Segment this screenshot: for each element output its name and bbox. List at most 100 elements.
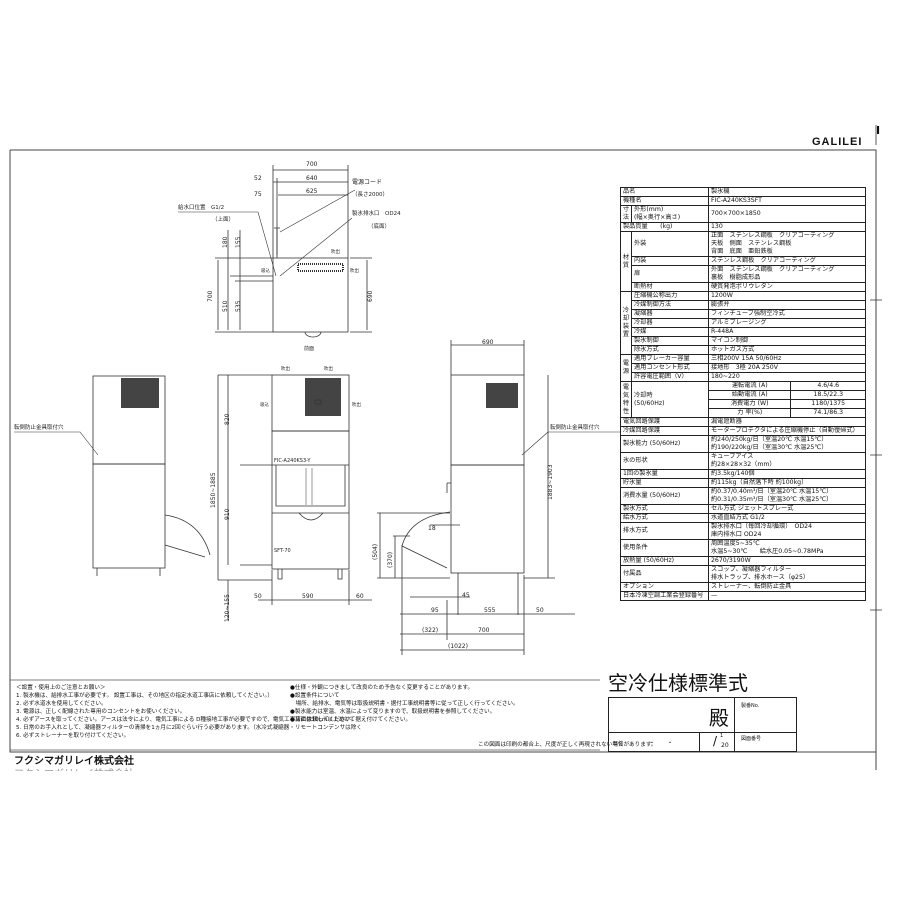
drawing-number-label: 図面番号 [741, 736, 762, 742]
frame-ticks [870, 125, 882, 611]
spec-group-label: 寸法 [620, 205, 632, 223]
dim-1022: (1022) [448, 643, 468, 650]
spec-label: 電気回路保護 [620, 417, 709, 427]
dim-690: 690 [367, 290, 374, 302]
spec-row: 給水方式水道直結方式 G1/2 [620, 513, 866, 523]
spec-value: 三相200V 15A 50/60Hz [708, 354, 866, 364]
spec-row: 扉外面 ステンレス鋼板 クリアコーティング 裏板 樹脂成形品 [621, 265, 866, 283]
spec-value: スコップ、凝縮器フィルター 排水トラップ、排水ホース（φ25） [708, 565, 866, 583]
spec-row: 内装ステンレス鋼板 クリアコーティング [621, 256, 866, 266]
spec-sub-label: 始動電流 (A) [707, 390, 792, 400]
spec-row: 冷媒回路保護モータープロテクタによる圧縮機停止（自動復帰式） [620, 426, 866, 436]
dim-180: 180 [222, 236, 229, 248]
spec-label: 扉 [631, 265, 709, 283]
spec-row: 適用コンセント形式接地形 3極 20A 250V [621, 363, 866, 373]
spec-label: 氷の形状 [620, 452, 709, 470]
dim-640: 640 [306, 175, 318, 182]
spec-value: 膨張弁 [708, 300, 866, 310]
model-label-bin: SFT-70 [274, 548, 291, 554]
spec-row: 寸法外形(mm) (幅×奥行×高さ)700×700×1850 [620, 205, 866, 223]
dim-504: (504) [372, 544, 379, 560]
spec-row: 製品質量 (kg)130 [620, 222, 866, 232]
spec-label: 許容電圧範囲（V） [631, 372, 709, 382]
spec-value: セル方式 ジェットスプレー式 [708, 504, 866, 514]
spec-value: 1200W [708, 291, 866, 301]
dim-18: 18 [428, 525, 436, 532]
dim-625: 625 [306, 188, 318, 195]
drain-label: 製氷排水口 OD24 [352, 209, 401, 217]
spec-value: — [708, 591, 866, 601]
spec-value: アルミブレージング [708, 318, 866, 328]
spec-label: 放熱量 (50/60Hz) [620, 556, 709, 566]
front-label: 前面 [304, 345, 314, 352]
spec-value: 130 [708, 222, 866, 232]
spec-group-label: 電源 [620, 354, 632, 382]
spec-label: 使用条件 [620, 539, 709, 557]
spec-label: 製氷能力 (50/60Hz) [620, 435, 709, 453]
spec-value: 18.5/22.3 [790, 390, 866, 400]
spec-sub-label: 消費電力 (W) [707, 399, 792, 409]
general-notes: ●仕様・外観につきまして改良のため予告なく変更することがあります。 ●設置条件に… [290, 685, 519, 723]
front-grille [305, 378, 341, 416]
spec-value: 正面 ステンレス鋼板 クリアコーティング 天板 側面 ステンレス鋼板 背面 底面… [708, 231, 866, 257]
drawing-frame [9, 149, 877, 770]
spec-label: 製氷方式 [620, 504, 709, 514]
spec-label: 冷却時 (50/60Hz) [631, 381, 709, 418]
spec-value: 製氷機 [708, 187, 866, 197]
spec-label: 排水方式 [620, 522, 709, 540]
spec-group-label: 電気特性 [620, 381, 632, 418]
spec-label: 除氷方式 [631, 345, 709, 355]
spec-row: 製氷能力 (50/60Hz)約240/250kg/日（室温20℃ 水温15℃） … [620, 435, 866, 453]
spec-label: 冷媒 [631, 327, 709, 337]
spec-value: 硬質発泡ポリウレタン [708, 282, 866, 292]
spec-row: 断熱材硬質発泡ポリウレタン [621, 282, 866, 292]
spec-row: 冷媒制御方法膨張弁 [621, 300, 866, 310]
spec-row: 付属品スコップ、凝縮器フィルター 排水トラップ、排水ホース（φ25） [620, 565, 866, 583]
scale-slash: / [713, 734, 718, 748]
dim-322: (322) [422, 627, 438, 634]
top-view: 700 640 625 52 75 電源コード （長さ2000） 製氷排水口 O… [178, 161, 401, 352]
serial-label: 製番No. [741, 703, 760, 709]
dim-820: 820 [224, 413, 231, 425]
power-cord-length: （長さ2000） [352, 191, 388, 198]
spec-label: 圧縮機公称出力 [631, 291, 709, 301]
power-cord-label: 電源コード [352, 178, 382, 186]
dim-910: 910 [224, 508, 231, 520]
spec-value: 約0.37/0.40m³/日（室温20℃ 水温15℃） 約0.31/0.35m³… [708, 487, 866, 505]
spec-group-label: 材質 [620, 231, 632, 292]
right-side-view: 転倒防止金具取付穴 690 18 45 95 555 50 (322) 700 … [372, 339, 620, 655]
intake-label: 吸込 [260, 401, 269, 408]
spec-group-label: 冷却装置 [620, 291, 632, 355]
spec-label: オプション [620, 582, 709, 592]
spec-value: 製氷排水口（毎回冷却循環） OD24 庫内排水口 OD24 [708, 522, 866, 540]
dim-50: 50 [254, 593, 262, 600]
spec-row: 製氷制御マイコン制御 [621, 336, 866, 346]
installation-notes: ＜設置・使用上のご注意とお願い＞ 1. 製氷機は、給排水工事が必要です。 設置工… [16, 685, 362, 739]
spec-value: モータープロテクタによる圧縮機停止（自動復帰式） [708, 426, 866, 436]
left-side-view: 転倒防止金具取付穴 [14, 375, 211, 576]
exhaust-label: 吹出 [352, 401, 361, 408]
spec-label: 冷媒回路保護 [620, 426, 709, 436]
front-view: FIC-A240KS3-Y SFT-70 50 590 60 吹出 吹出 吸込 … [210, 365, 372, 622]
spec-label: 日本冷凍空調工業会登録番号 [620, 591, 709, 601]
spec-value: 周囲温度5~35℃ 水温5~30℃ 給水圧0.05~0.78MPa [708, 539, 866, 557]
scale-disclaimer: この図面は印刷の都合上、尺度が正しく再現されない場合があります。 [478, 742, 657, 748]
spec-value: ステンレス鋼板 クリアコーティング [708, 256, 866, 266]
dim-700-h: 700 [207, 290, 214, 302]
spec-label: 1回の製氷量 [620, 469, 709, 479]
company-name: フクシマガリレイ株式会社 [14, 756, 134, 767]
spec-value: ホットガス方式 [708, 345, 866, 355]
spec-label: 適用コンセント形式 [631, 363, 709, 373]
intake-label: 吸込 [261, 267, 270, 274]
spec-row: 氷の形状キューブアイス 約28×28×32（mm） [620, 452, 866, 470]
spec-label: 製品質量 (kg) [620, 222, 709, 232]
spec-label: 外装 [631, 231, 709, 257]
spec-title: 空冷仕様標準式 [608, 671, 748, 695]
spec-value: FIC-A240KS3SFT [708, 196, 866, 206]
spec-label: 貯氷量 [620, 478, 709, 488]
spec-value: 約115kg（自然落下時 約100kg） [708, 478, 866, 488]
spec-label: 給水方式 [620, 513, 709, 523]
spec-value: 約3.5kg/140個 [708, 469, 866, 479]
